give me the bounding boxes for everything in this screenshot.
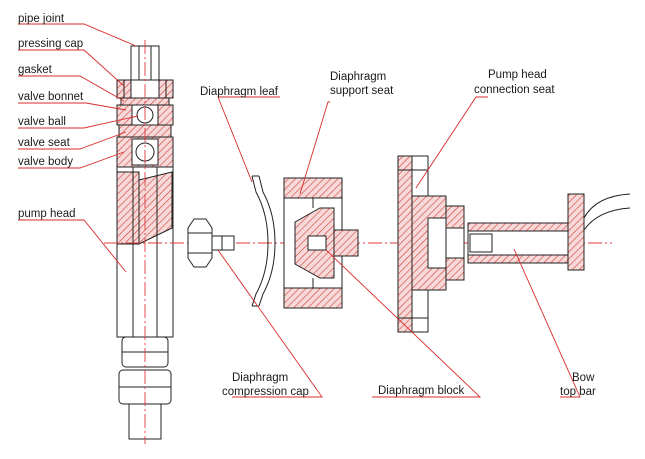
label-bow-top-bar-line2: top bar [560,386,596,398]
label-pipe-joint: pipe joint [18,13,65,25]
label-diaphragm-support-seat-line2: support seat [330,85,394,97]
pump-head-assembly [116,40,174,444]
label-valve-ball: valve ball [18,116,66,128]
diaphragm-support-seat [283,177,359,309]
label-pump-head-connection-seat-line2: connection seat [474,84,555,96]
label-gasket: gasket [18,64,53,76]
diaphragm-compression-cap [187,218,235,268]
label-diaphragm-leaf: Diaphragm leaf [200,86,279,98]
bow-top-bar [467,193,631,271]
label-diaphragm-compression-cap-line1: Diaphragm [232,372,288,384]
label-diaphragm-block: Diaphragm block [378,385,465,397]
label-diaphragm-support-seat-line1: Diaphragm [330,71,386,83]
label-pressing-cap: pressing cap [18,38,83,50]
label-pump-head-connection-seat-line1: Pump head [488,69,547,81]
label-valve-bonnet: valve bonnet [18,91,84,103]
label-bow-top-bar-line1: Bow [572,372,595,384]
label-pump-head: pump head [18,208,76,220]
labels: pipe joint pressing cap gasket valve bon… [18,13,596,398]
diaphragm-leaf [251,175,276,307]
pump-head-connection-seat [397,155,465,333]
label-valve-seat: valve seat [18,137,71,149]
leader-lines [18,23,581,398]
label-diaphragm-compression-cap-line2: compression cap [222,386,309,398]
label-valve-body: valve body [18,156,73,168]
